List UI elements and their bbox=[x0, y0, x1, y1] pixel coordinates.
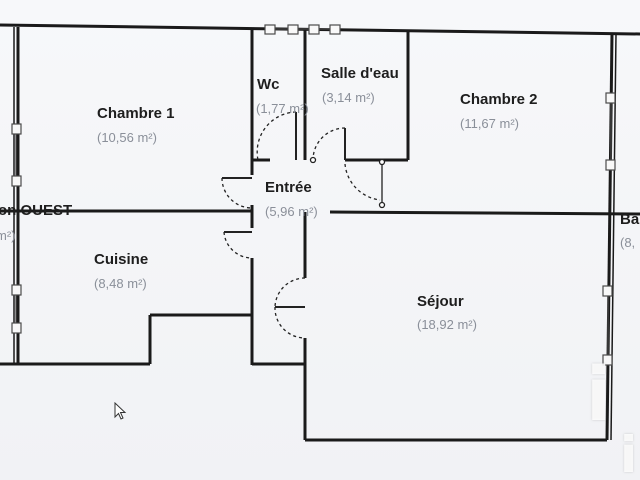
room-area-sejour: (18,92 m²) bbox=[417, 317, 477, 332]
room-area-cuisine: (8,48 m²) bbox=[94, 276, 147, 291]
room-name-sejour: Séjour bbox=[417, 293, 464, 310]
room-name-balcon-right: Ba bbox=[620, 211, 640, 228]
door-wc bbox=[256, 111, 297, 161]
room-area-wc: (1,77 m²) bbox=[256, 101, 309, 116]
room-name-cuisine: Cuisine bbox=[94, 251, 149, 268]
watermark-logo-2: i bbox=[620, 426, 638, 480]
wall-mid-right bbox=[329, 210, 640, 216]
window-right bbox=[602, 92, 616, 366]
room-area-salle-deau: (3,14 m²) bbox=[322, 90, 375, 105]
room-area-entree: (5,96 m²) bbox=[265, 204, 318, 219]
window-left bbox=[11, 123, 22, 334]
window-top bbox=[264, 24, 341, 35]
mouse-cursor-icon bbox=[114, 402, 127, 420]
room-name-entree: Entrée bbox=[265, 179, 312, 196]
watermark-logo: i bbox=[586, 352, 612, 438]
room-area-balcon-right: (8, bbox=[620, 235, 636, 250]
door-sejour bbox=[274, 277, 306, 339]
room-name-chambre-2: Chambre 2 bbox=[460, 91, 538, 108]
room-name-wc: Wc bbox=[257, 76, 280, 93]
room-name-salle-deau: Salle d'eau bbox=[321, 65, 399, 82]
door-chambre-2 bbox=[344, 163, 386, 209]
room-name-balcon-ouest: on OUEST bbox=[0, 202, 73, 219]
room-area-chambre-2: (11,67 m²) bbox=[460, 116, 519, 131]
door-cuisine bbox=[223, 231, 253, 259]
room-area-chambre-1: (10,56 m²) bbox=[97, 130, 157, 145]
room-name-chambre-1: Chambre 1 bbox=[97, 105, 175, 122]
door-salle-deau bbox=[309, 127, 386, 166]
door-chambre-1 bbox=[221, 177, 253, 209]
room-area-balcon-ouest: m²) bbox=[0, 228, 16, 243]
